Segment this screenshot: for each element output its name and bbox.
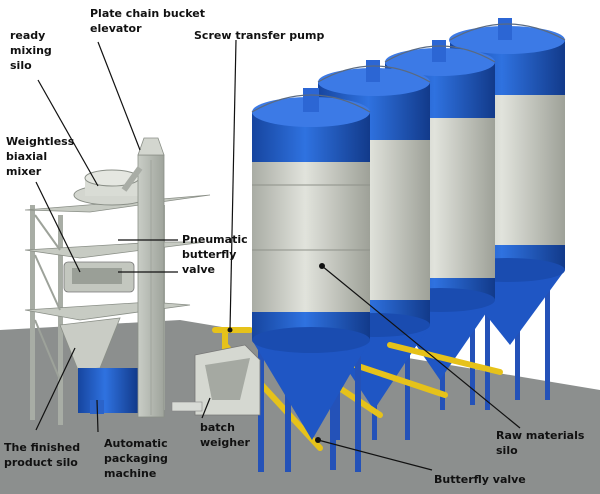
label-pneumatic-butterfly-valve: Pneumatic butterfly valve [182, 233, 248, 276]
leader-lines [35, 39, 521, 471]
batch-weigher [171, 344, 261, 416]
label-ready-mixing-silo: ready mixing silo [10, 29, 52, 72]
label-weightless-biaxial-mixer: Weightless biaxial mixer [6, 135, 75, 178]
label-butterfly-valve: Butterfly valve [434, 473, 526, 486]
label-raw-materials-silo: Raw materials silo [496, 429, 585, 457]
label-screw-transfer-pump: Screw transfer pump [194, 29, 325, 42]
label-finished-product-silo: The finished product silo [4, 441, 81, 469]
bucket-elevator [121, 137, 165, 418]
raw-material-silo-1 [251, 88, 371, 472]
label-batch-weigher: batch weigher [200, 421, 250, 449]
leader-dots [227, 263, 325, 443]
label-automatic-packaging-machine: Automatic packaging machine [104, 437, 168, 480]
label-plate-chain-bucket-elevator: Plate chain bucket elevator [90, 7, 205, 35]
